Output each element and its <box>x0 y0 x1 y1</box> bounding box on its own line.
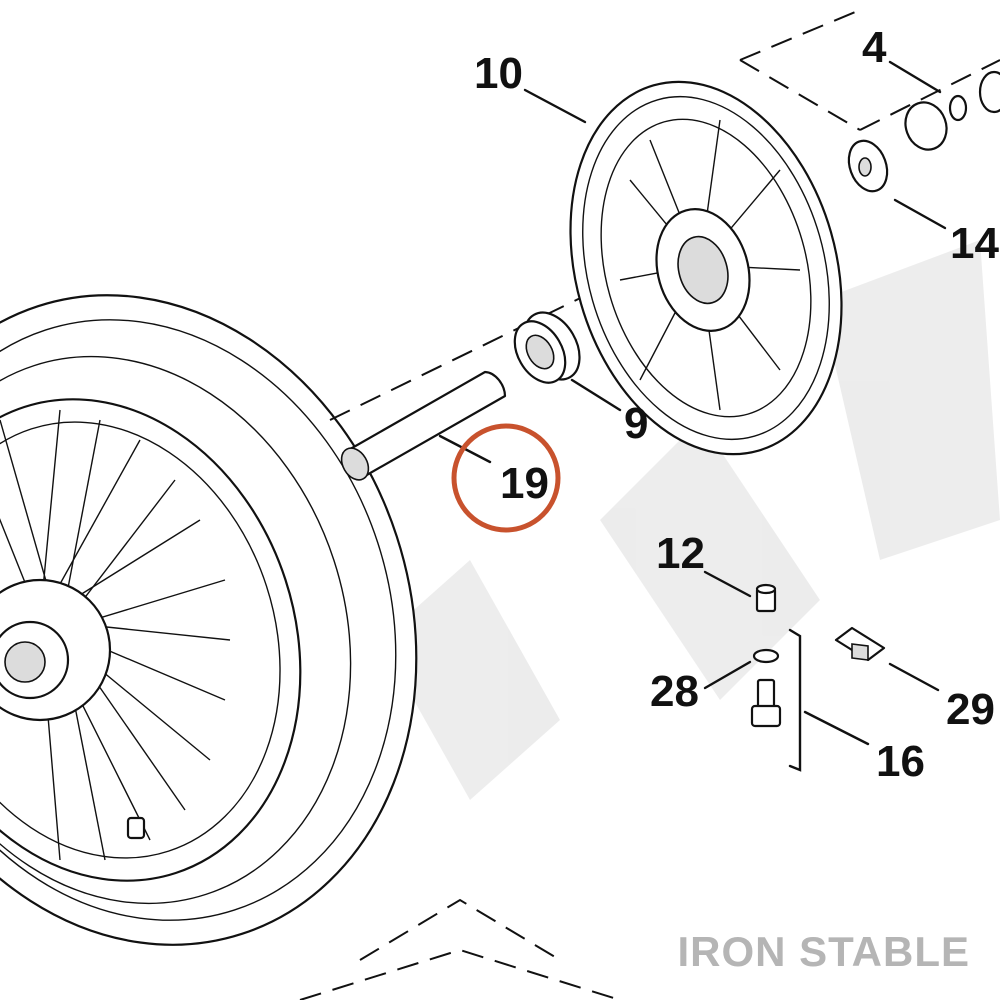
spacer-sleeve <box>340 370 507 481</box>
callout-labels: 10 4 14 9 19 12 28 29 16 <box>474 23 999 786</box>
callout-16: 16 <box>876 737 925 786</box>
brand-watermark: IRON STABLE <box>677 928 970 975</box>
lower-centerline <box>299 898 621 1000</box>
callout-19: 19 <box>500 459 549 508</box>
wheel-bearing <box>513 311 581 384</box>
callout-29: 29 <box>946 685 995 734</box>
assembly-bracket-top <box>739 9 861 131</box>
leader-lines <box>438 60 947 746</box>
background-watermark <box>380 240 1000 800</box>
callout-10: 10 <box>474 49 523 98</box>
rear-pulley <box>569 80 843 456</box>
small-hardware <box>750 583 886 772</box>
callout-4: 4 <box>862 23 887 72</box>
rear-wheel <box>0 294 418 946</box>
callout-12: 12 <box>656 529 705 578</box>
callout-9: 9 <box>624 399 648 448</box>
assembly-bracket-mid <box>859 59 1000 131</box>
axle-hardware <box>847 70 1000 193</box>
callout-14: 14 <box>950 219 999 268</box>
callout-28: 28 <box>650 667 699 716</box>
highlight-ring <box>451 423 561 533</box>
